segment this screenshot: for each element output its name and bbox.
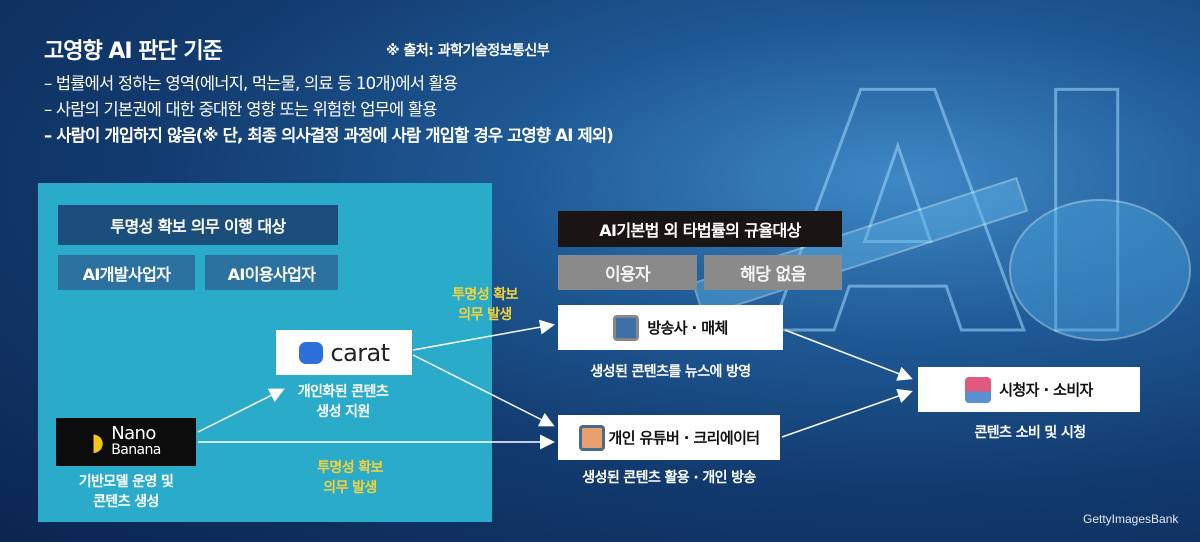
carat-hexagon-icon (298, 341, 323, 364)
carat-wordmark: carat (330, 338, 390, 367)
other-law-heading: AI기본법 외 타법률의 규율대상 (558, 211, 842, 247)
banana-wordmark: Banana (111, 442, 161, 458)
obligation-line: 투명성 확보 (452, 287, 518, 303)
user-label: 이용자 (558, 255, 697, 290)
not-applicable-label: 해당 없음 (704, 255, 842, 290)
developer-label: AI개발사업자 (58, 255, 195, 290)
criteria-item: – 사람의 기본권에 대한 중대한 영향 또는 위험한 업무에 활용 (44, 100, 437, 119)
gavel-head (1009, 199, 1191, 341)
viewer-caption: 콘텐츠 소비 및 시청 (974, 425, 1086, 441)
transparency-heading: 투명성 확보 의무 이행 대상 (58, 205, 338, 245)
carat-caption-line: 생성 지원 (316, 404, 370, 420)
carat-logo: carat (276, 330, 412, 375)
arrow-nano-to-carat (197, 388, 285, 433)
obligation-label-bottom: 투명성 확보 의무 발생 (295, 458, 405, 498)
broadcaster-caption: 생성된 콘텐츠를 뉴스에 방영 (590, 364, 751, 380)
nano-caption-line: 콘텐츠 생성 (93, 494, 159, 510)
carat-caption-line: 개인화된 콘텐츠 (297, 384, 389, 400)
image-credit: GettyImagesBank (1083, 512, 1179, 526)
audience-icon (965, 376, 992, 403)
criteria-item: – 법률에서 정하는 영역(에너지, 먹는물, 의료 등 10개)에서 활용 (44, 74, 458, 93)
source-note: ※ 출처: 과학기술정보통신부 (386, 43, 550, 59)
obligation-line: 의무 발생 (458, 307, 512, 323)
nano-banana-logo: ◗ Nano Banana (56, 418, 196, 466)
arrow-youtuber-to-viewer (781, 388, 913, 438)
viewer-box: 시청자 · 소비자 (918, 367, 1140, 412)
arrow-carat-to-youtuber (412, 354, 555, 427)
criteria-item: – 사람이 개입하지 않음(※ 단, 최종 의사결정 과정에 사람 개입할 경우… (44, 126, 614, 145)
youtuber-label: 개인 유튜버 · 크리에이터 (608, 429, 761, 447)
user-business-label: AI이용사업자 (205, 255, 338, 290)
broadcaster-label: 방송사 · 매체 (647, 319, 728, 337)
nano-caption: 기반모델 운영 및 콘텐츠 생성 (60, 472, 192, 512)
criteria-list: – 법률에서 정하는 영역(에너지, 먹는물, 의료 등 10개)에서 활용 –… (44, 71, 614, 149)
youtuber-caption: 생성된 콘텐츠 활용 · 개인 방송 (582, 470, 756, 486)
obligation-line: 투명성 확보 (317, 460, 383, 476)
arrow-broadcaster-to-viewer (784, 329, 913, 381)
creator-icon (578, 424, 605, 451)
nano-caption-line: 기반모델 운영 및 (78, 474, 174, 490)
youtuber-box: 개인 유튜버 · 크리에이터 (558, 415, 780, 460)
nano-wordmark: Nano (111, 423, 156, 444)
page-title: 고영향 AI 판단 기준 (44, 39, 223, 64)
carat-caption: 개인화된 콘텐츠 생성 지원 (283, 382, 403, 422)
viewer-label: 시청자 · 소비자 (999, 381, 1093, 399)
obligation-label-top: 투명성 확보 의무 발생 (430, 285, 540, 325)
arrow-carat-to-broadcaster (412, 319, 555, 351)
broadcaster-box: 방송사 · 매체 (558, 305, 783, 350)
obligation-line: 의무 발생 (323, 480, 377, 496)
tv-icon (613, 314, 640, 341)
banana-icon: ◗ (91, 428, 104, 456)
